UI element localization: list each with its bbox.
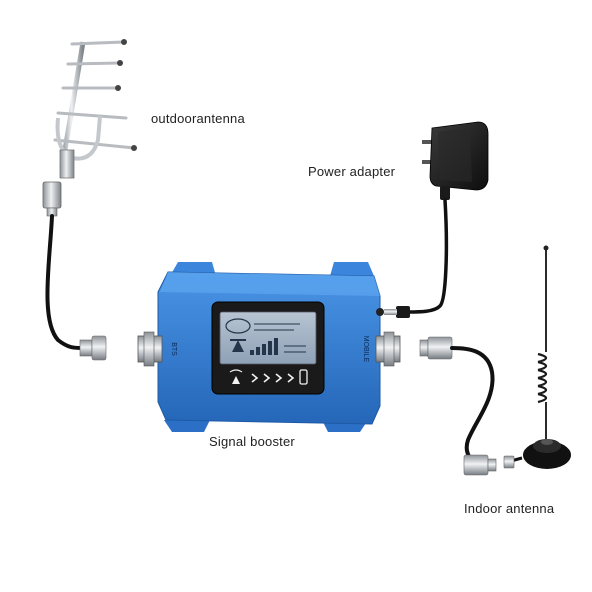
power-adapter [422,121,489,200]
power-cable [406,198,449,314]
port-label-bts: BTS [170,342,177,356]
dc-plug [384,306,410,318]
indoor-antenna [503,245,571,469]
outdoor-cable [45,214,84,350]
outdoor-cable-connector [79,335,107,361]
outdoor-antenna [42,39,137,217]
indoor-cable-connector-bottom [463,454,497,476]
signal-booster: BTS MOBILE [137,262,401,432]
port-label-mobile: MOBILE [362,336,369,363]
indoor-cable [450,346,495,466]
power-adapter-label: Power adapter [308,164,396,179]
indoor-cable-connector-top [419,336,453,360]
signal-booster-label: Signal booster [209,434,295,449]
outdoor-antenna-label: outdoorantenna [151,111,245,126]
indoor-antenna-label: Indoor antenna [464,501,555,516]
